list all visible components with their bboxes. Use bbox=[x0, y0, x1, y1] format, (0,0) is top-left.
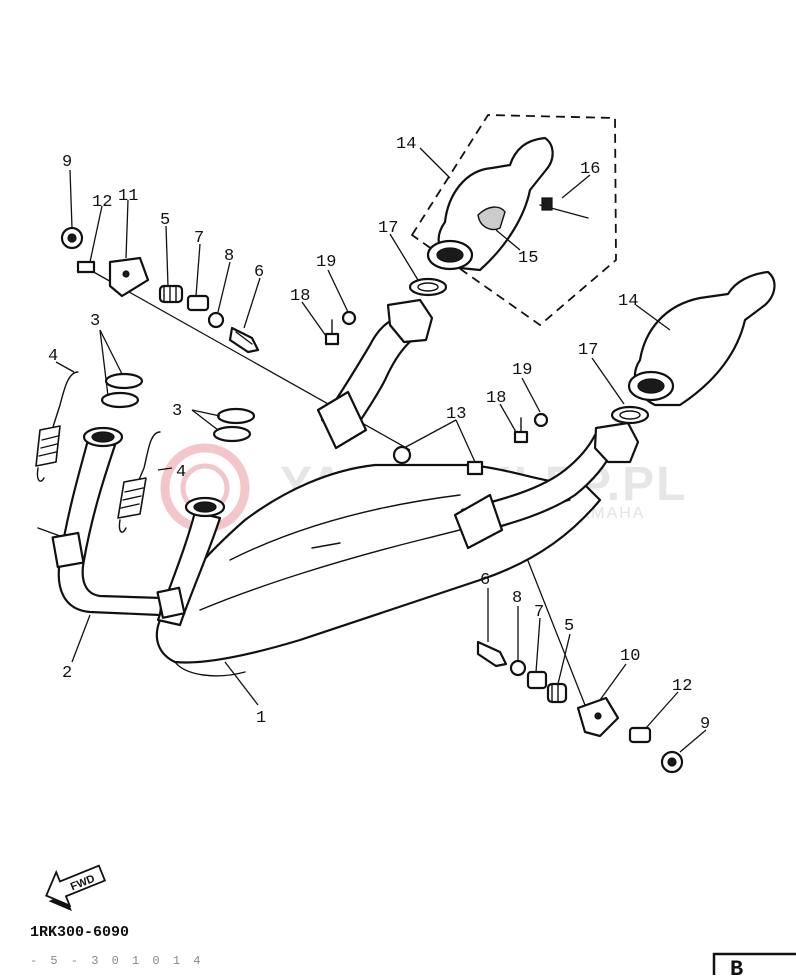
bolt-18-left bbox=[324, 332, 340, 346]
bolt-18-right bbox=[513, 430, 529, 444]
washer-12-left bbox=[76, 260, 96, 274]
callout-7b: 7 bbox=[534, 603, 544, 622]
gasket-3d bbox=[212, 425, 252, 443]
callout-9b: 9 bbox=[700, 715, 710, 734]
callout-15: 15 bbox=[518, 249, 538, 268]
callout-3b: 3 bbox=[172, 402, 182, 421]
silencer-lower bbox=[633, 270, 776, 407]
callout-18b: 18 bbox=[486, 389, 506, 408]
callout-5b: 5 bbox=[564, 617, 574, 636]
bracket-11 bbox=[108, 256, 150, 298]
washer-19-right bbox=[533, 412, 549, 428]
callout-1: 1 bbox=[256, 709, 266, 728]
callout-8b: 8 bbox=[512, 589, 522, 608]
spring-4a bbox=[35, 371, 79, 482]
callout-13: 13 bbox=[446, 405, 466, 424]
link-bracket-right bbox=[453, 493, 504, 550]
callout-17a: 17 bbox=[378, 219, 398, 238]
callout-11: 11 bbox=[118, 187, 138, 206]
gasket-3c bbox=[216, 407, 256, 425]
fwd-arrow-icon: FWD bbox=[45, 864, 107, 912]
callout-6b: 6 bbox=[480, 571, 490, 590]
callout-5a: 5 bbox=[160, 211, 170, 230]
link-flange-right bbox=[593, 421, 640, 464]
gasket-17-lower bbox=[610, 405, 650, 425]
gasket-3b bbox=[100, 391, 140, 409]
damper-5-right bbox=[546, 682, 568, 704]
washer-8-left bbox=[207, 311, 225, 329]
exhaust-pipe-2 bbox=[57, 438, 164, 617]
bolt-6-right bbox=[476, 640, 508, 668]
collar-7-left bbox=[186, 294, 210, 312]
bolt-6-left bbox=[228, 326, 260, 354]
callout-14a: 14 bbox=[396, 135, 416, 154]
callout-9a: 9 bbox=[62, 153, 72, 172]
link-bracket-left bbox=[316, 390, 368, 450]
diagram-code: 1RK300-6090 bbox=[30, 924, 129, 941]
callout-16: 16 bbox=[580, 160, 600, 179]
callout-19b: 19 bbox=[512, 361, 532, 380]
callout-4a: 4 bbox=[48, 347, 58, 366]
callout-12a: 12 bbox=[92, 193, 112, 212]
callout-4b: 4 bbox=[176, 463, 186, 482]
nut-13-left bbox=[392, 445, 412, 465]
callout-numbers: 1 2 3 3 4 4 5 5 6 6 7 7 8 8 9 9 10 11 12… bbox=[48, 135, 710, 734]
corner-tab-label: B bbox=[730, 957, 743, 975]
callout-12b: 12 bbox=[672, 677, 692, 696]
heat-shield-15 bbox=[477, 206, 506, 231]
washer-8-right bbox=[509, 659, 527, 677]
callout-8a: 8 bbox=[224, 247, 234, 266]
gasket-3a bbox=[104, 372, 144, 390]
pipe-2-bracket bbox=[51, 531, 85, 569]
gasket-17-upper bbox=[408, 277, 448, 297]
leader-lines bbox=[55, 147, 707, 753]
callout-10: 10 bbox=[620, 647, 640, 666]
callout-19a: 19 bbox=[316, 253, 336, 272]
collar-7-right bbox=[526, 670, 548, 690]
callout-17b: 17 bbox=[578, 341, 598, 360]
callout-18a: 18 bbox=[290, 287, 310, 306]
nut-13-right bbox=[466, 460, 484, 476]
pipe-1-bracket bbox=[156, 586, 186, 619]
callout-3a: 3 bbox=[90, 312, 100, 331]
callout-2: 2 bbox=[62, 664, 72, 683]
callout-7a: 7 bbox=[194, 229, 204, 248]
washer-12-right bbox=[628, 726, 652, 744]
corner-tab: B bbox=[712, 952, 796, 980]
callout-6a: 6 bbox=[254, 263, 264, 282]
link-flange-left bbox=[386, 298, 434, 344]
washer-19-left bbox=[341, 310, 357, 326]
diagram-sub-code: - 5 - 3 0 1 0 1 4 bbox=[30, 954, 203, 968]
callout-14b: 14 bbox=[618, 292, 638, 311]
spring-4b bbox=[117, 431, 161, 533]
